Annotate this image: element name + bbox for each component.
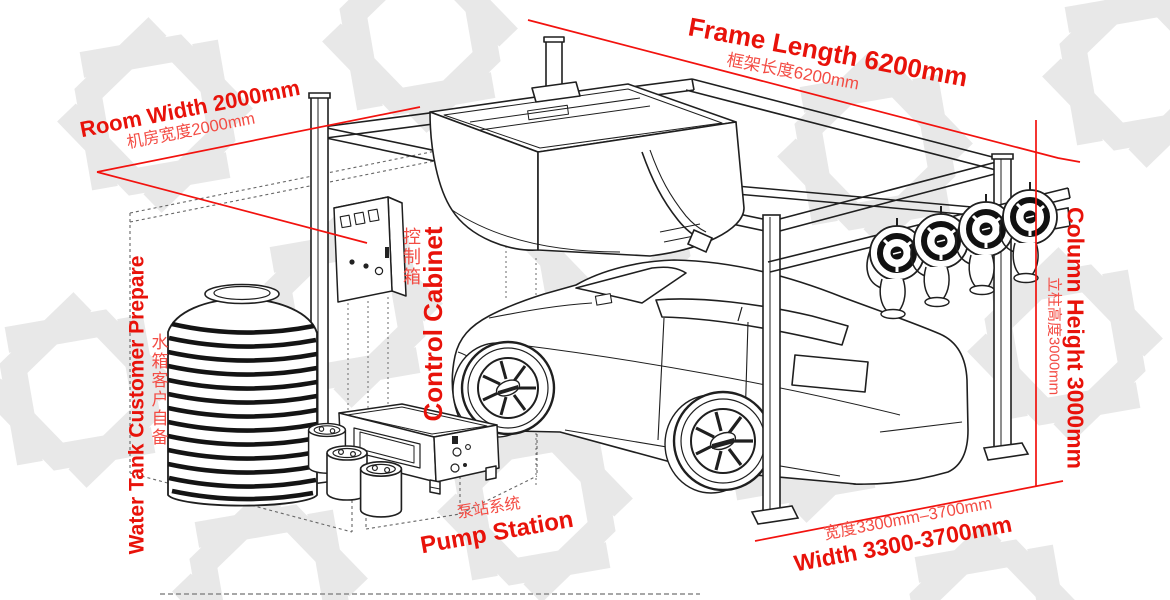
dim-room-width-line [96, 106, 421, 173]
water-tank [167, 283, 318, 507]
label-column-height-zh: 立柱高度3000mm [1045, 276, 1063, 396]
label-water-tank-zh: 水箱客户自备 [148, 333, 168, 447]
car-wheels [452, 340, 774, 494]
column-front-right [750, 214, 800, 525]
suv-car [451, 259, 969, 485]
leader-control-cabinet [96, 171, 368, 244]
dimension-lines [96, 19, 1081, 542]
label-control-cabinet-en: Control Cabinet [418, 226, 448, 422]
dim-frame-length-line [527, 19, 1081, 163]
label-control-cabinet-zh: 控制箱 [401, 227, 421, 287]
control-cabinet [333, 196, 407, 303]
pump-station [338, 403, 500, 495]
label-water-tank-en: Water Tank Customer Prepare [125, 255, 149, 555]
spray-arm [641, 149, 714, 254]
label-column-height-en: Column Height 3000mm [1062, 207, 1089, 469]
dim-width-line [754, 480, 1064, 542]
